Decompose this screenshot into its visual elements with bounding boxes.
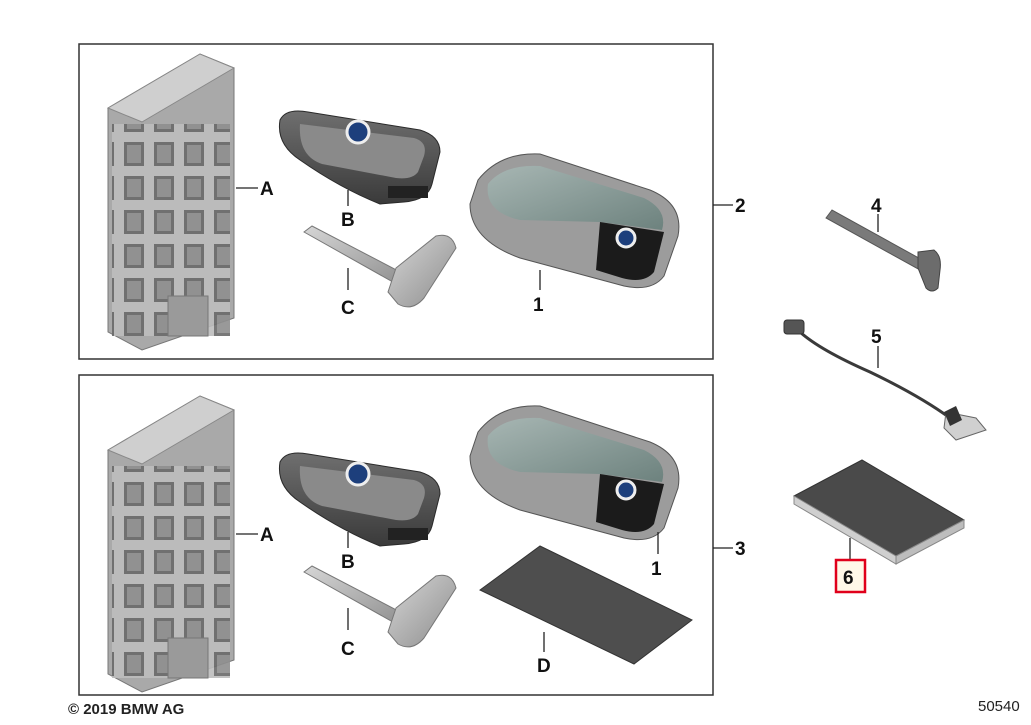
emergency-key-top (303, 225, 457, 308)
label-2: 2 (735, 196, 746, 217)
label-b-top: B (341, 210, 355, 231)
kit-3-frame (78, 374, 714, 696)
label-a-bottom: A (260, 525, 274, 546)
label-d: D (537, 656, 551, 677)
label-c-top: C (341, 298, 355, 319)
key-fob-top (278, 110, 441, 205)
bmw-logo-icon-bottom (345, 461, 371, 487)
label-3: 3 (735, 539, 746, 560)
bmw-logo-icon-display-bottom (615, 479, 637, 501)
kit-2-frame (78, 43, 714, 360)
copyright-text: © 2019 BMW AG (68, 701, 184, 718)
highlight-box-6[interactable] (834, 558, 867, 594)
bmw-logo-icon-display-top (615, 227, 637, 249)
control-module-top (106, 53, 236, 351)
emergency-key-bottom (303, 565, 457, 648)
label-5: 5 (871, 327, 882, 348)
label-6: 6 (843, 568, 854, 589)
control-module-bottom (106, 395, 236, 693)
diagram-number: 50540 (978, 698, 1020, 715)
label-c-bottom: C (341, 639, 355, 660)
usb-cable (783, 319, 987, 441)
key-fob-bottom (278, 452, 441, 547)
label-a-top: A (260, 179, 274, 200)
display-key-bottom (469, 405, 680, 541)
key-card (479, 545, 693, 665)
bmw-logo-icon (345, 119, 371, 145)
label-b-bottom: B (341, 552, 355, 573)
spare-key-blade (825, 209, 941, 292)
owner-manual-booklet (792, 459, 966, 565)
label-1-bottom: 1 (651, 559, 662, 580)
label-1-top: 1 (533, 295, 544, 316)
label-4: 4 (871, 196, 882, 217)
display-key-top (469, 153, 680, 289)
